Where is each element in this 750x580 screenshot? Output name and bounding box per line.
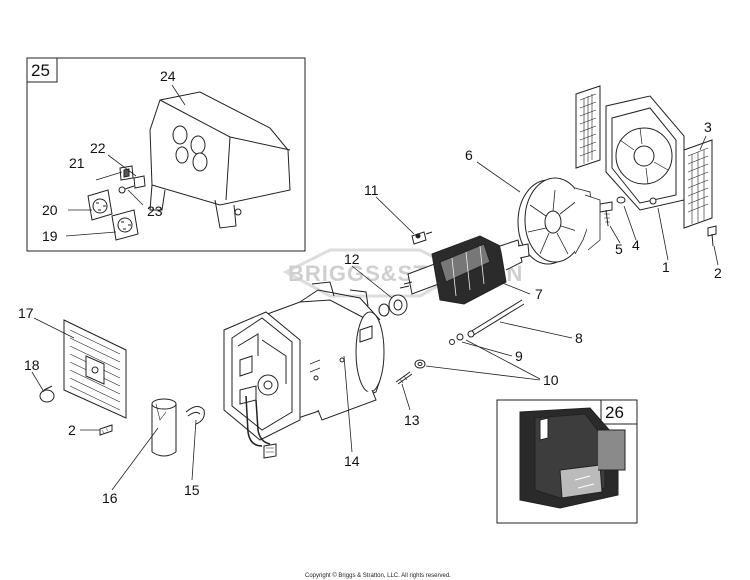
callout-23: 23 [147, 203, 163, 219]
end-bell-housing [605, 95, 685, 211]
callout-12: 12 [344, 251, 360, 267]
callout-15: 15 [184, 482, 200, 498]
stator-housing [223, 281, 385, 459]
screw-23 [118, 185, 135, 194]
box-26: 26 [496, 399, 638, 524]
screen-left-3 [575, 85, 601, 169]
through-bolt-8 [467, 299, 525, 338]
screw-13 [395, 371, 413, 385]
screw-2-right [707, 225, 717, 247]
control-panel-cover [149, 91, 291, 229]
main-leaders [31, 135, 719, 491]
callout-13: 13 [404, 412, 420, 428]
box-25-leaders [65, 84, 186, 237]
callout-21: 21 [69, 155, 85, 171]
callout-1: 1 [662, 259, 670, 275]
screen-right-3 [683, 139, 713, 229]
callout-24: 24 [160, 68, 176, 84]
callout-3: 3 [704, 119, 712, 135]
callout-7: 7 [535, 286, 543, 302]
screw-5 [599, 201, 613, 227]
connector-11 [411, 231, 433, 245]
end-grille-17 [63, 319, 127, 419]
callout-18: 18 [24, 357, 40, 373]
switch-22 [133, 175, 146, 189]
callout-9: 9 [515, 348, 523, 364]
callout-14: 14 [344, 453, 360, 469]
screw-2-left [99, 424, 113, 436]
outlet-19 [111, 209, 139, 241]
box-25: 25 [26, 57, 306, 252]
callout-2-left: 2 [68, 422, 76, 438]
bearing-12 [378, 294, 408, 317]
callout-8: 8 [575, 330, 583, 346]
rotor-armature [399, 235, 530, 305]
through-bolt-9 [449, 333, 464, 345]
outlet-20 [87, 189, 113, 221]
callout-20: 20 [42, 202, 58, 218]
cooling-fan [517, 177, 601, 265]
washer-10 [414, 359, 426, 369]
callout-2-right: 2 [714, 265, 722, 281]
copyright-text: Copyright © Briggs & Stratton, LLC. All … [305, 572, 451, 579]
knob-18 [39, 385, 55, 403]
callout-4: 4 [632, 237, 640, 253]
callout-10: 10 [543, 372, 559, 388]
box-26-label: 26 [605, 403, 624, 422]
callout-22: 22 [90, 140, 106, 156]
callout-6: 6 [465, 147, 473, 163]
breaker-21 [119, 165, 134, 181]
callout-17: 17 [18, 305, 34, 321]
capacitor-clip-15 [185, 406, 205, 425]
box-25-label: 25 [31, 61, 50, 80]
washer-4 [616, 196, 626, 204]
callout-5: 5 [615, 241, 623, 257]
generator-assembly [519, 407, 626, 509]
callout-11: 11 [364, 182, 379, 198]
callout-19: 19 [42, 228, 58, 244]
callout-16: 16 [102, 490, 118, 506]
capacitor-16 [151, 398, 177, 457]
